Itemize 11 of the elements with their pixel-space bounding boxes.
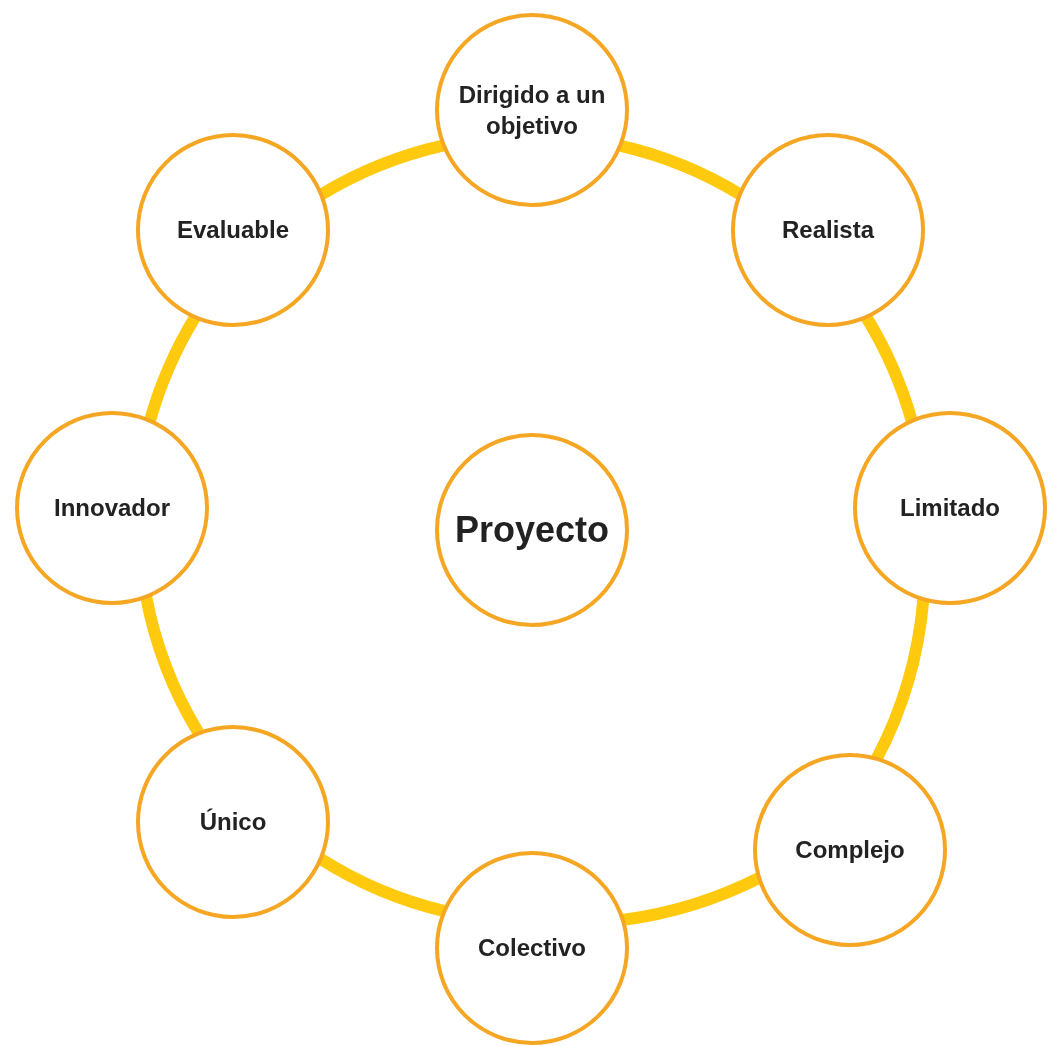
node-label: Colectivo [478, 933, 586, 964]
node-label: Único [199, 807, 267, 838]
center-label: Proyecto [454, 507, 610, 552]
node-label: Complejo [795, 835, 905, 866]
connector-arc [144, 314, 201, 423]
node-label: Limitado [900, 493, 1000, 524]
node-label: Realista [781, 215, 875, 246]
node-label: Innovador [54, 493, 170, 524]
connector-arc [860, 314, 918, 423]
node-label: Evaluable [176, 215, 290, 246]
node-label: Dirigido a un objetivo [457, 79, 607, 141]
